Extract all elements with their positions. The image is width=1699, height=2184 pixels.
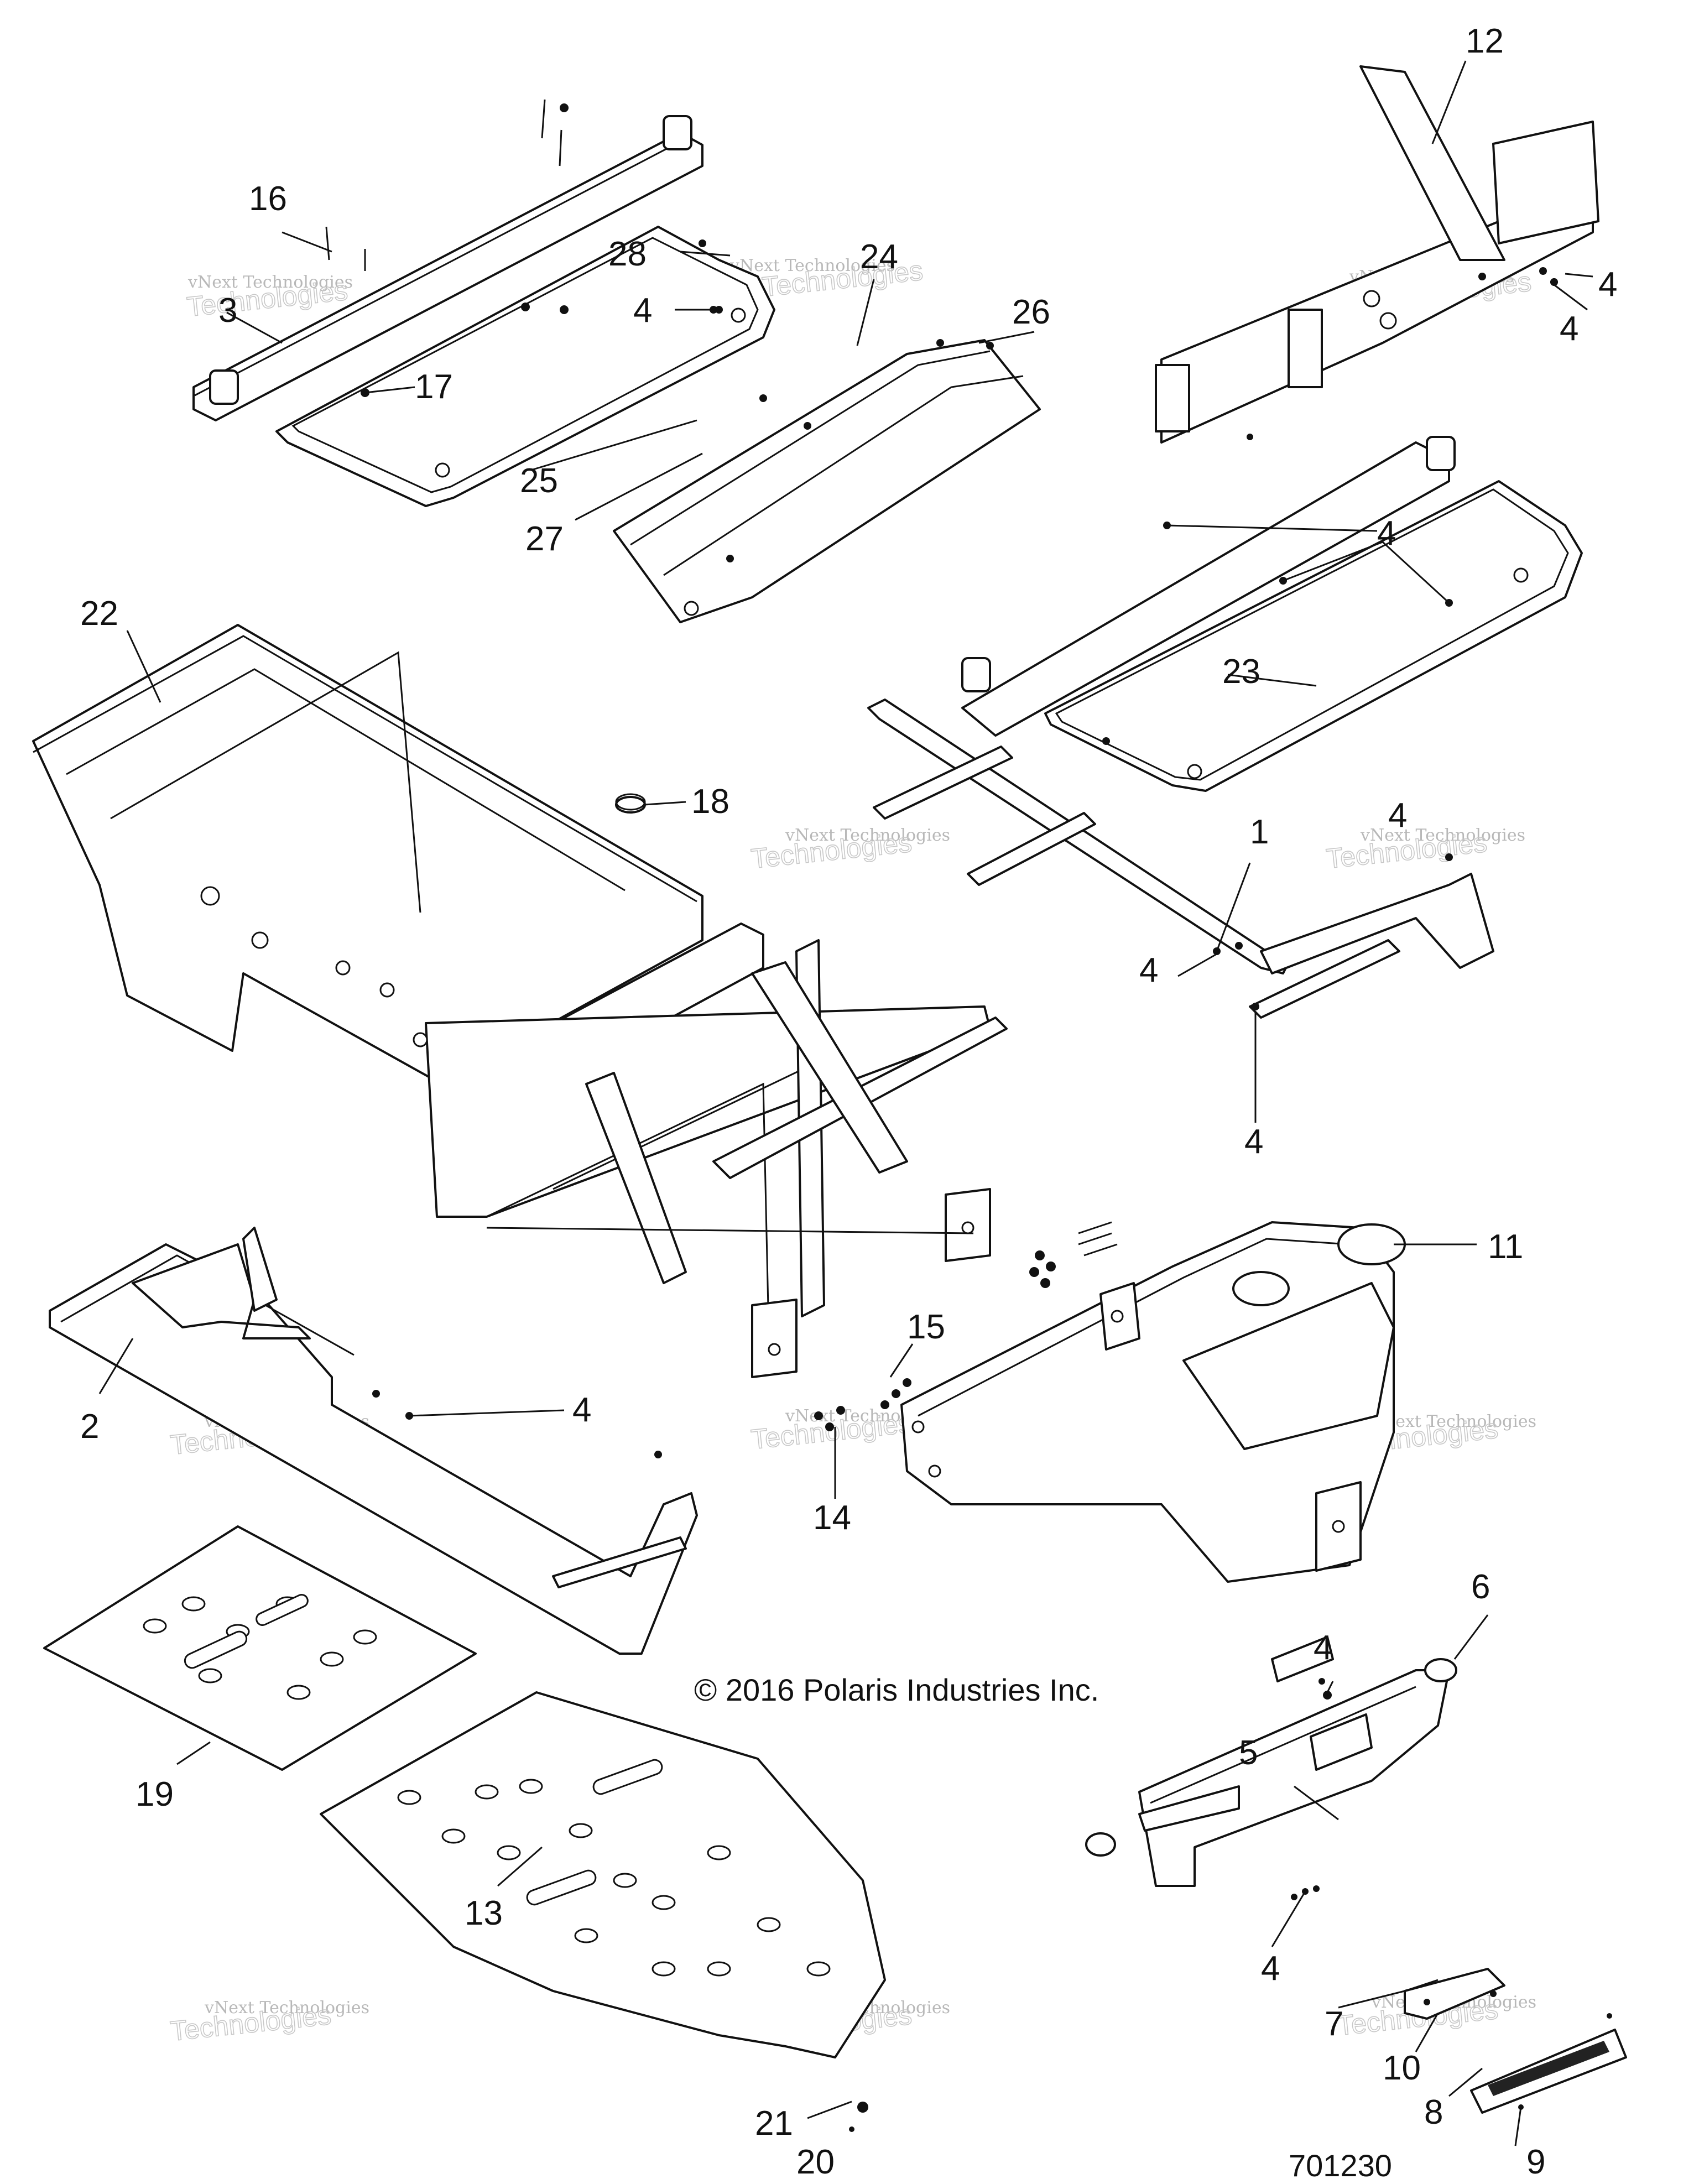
svg-text:vNext Technologies: vNext Technologies (785, 826, 950, 845)
svg-text:vNext Technologies: vNext Technologies (1360, 826, 1525, 845)
callout-12: 12 (1466, 22, 1504, 60)
callout-28: 28 (608, 235, 647, 273)
callout-8: 8 (1424, 2093, 1443, 2131)
bracket-7 (1404, 1968, 1505, 2020)
callout-22: 22 (80, 595, 118, 633)
callout-15: 15 (907, 1308, 945, 1346)
callout-16: 16 (249, 180, 287, 218)
callout-labels: 12 16 28 24 4 4 4 3 26 17 25 27 4 22 23 … (80, 22, 1617, 2181)
callout-10: 10 (1383, 2049, 1421, 2087)
grille-8 (1470, 2029, 1627, 2114)
cargo-box-frame-23 (961, 436, 1583, 792)
callout-3: 3 (218, 291, 237, 330)
callout-4: 4 (1388, 796, 1407, 835)
plug-18 (615, 793, 646, 814)
callout-2: 2 (80, 1408, 99, 1446)
cargo-box-frame-left (192, 99, 775, 507)
callout-9: 9 (1526, 2143, 1545, 2181)
callout-26: 26 (1012, 293, 1050, 331)
skid-plate-24 (613, 339, 1041, 623)
center-rail-1 (867, 699, 1494, 1019)
callout-4: 4 (1244, 1123, 1263, 1161)
plate-19 (43, 1525, 477, 1771)
front-frame-11 (900, 1221, 1406, 1583)
svg-text:vNext Technologies: vNext Technologies (187, 273, 353, 292)
callout-4: 4 (1314, 1629, 1332, 1667)
callout-4: 4 (572, 1391, 591, 1429)
callout-17: 17 (415, 368, 453, 406)
bumper-5 (1085, 1636, 1457, 1887)
callout-4: 4 (1377, 514, 1396, 552)
callout-18: 18 (691, 783, 729, 821)
copyright-notice: © 2016 Polaris Industries Inc. (694, 1672, 1099, 1707)
bolt-cluster (814, 1221, 1118, 1431)
rear-frame-12 (1155, 65, 1599, 444)
callout-21: 21 (755, 2104, 793, 2143)
callout-14: 14 (813, 1499, 851, 1537)
callout-7: 7 (1325, 2005, 1343, 2043)
callout-4: 4 (1598, 265, 1617, 304)
callout-20: 20 (796, 2143, 835, 2181)
callout-1: 1 (1250, 813, 1269, 851)
leader-lines (98, 60, 1593, 2146)
skid-plate-13 (320, 1691, 886, 2058)
main-chassis-frame-22 (32, 624, 1008, 1378)
callout-25: 25 (520, 462, 558, 500)
callout-4: 4 (633, 291, 652, 330)
callout-4: 4 (1560, 310, 1578, 348)
callout-24: 24 (860, 238, 898, 276)
callout-19: 19 (135, 1775, 174, 1813)
callout-6: 6 (1471, 1568, 1490, 1606)
callout-5: 5 (1239, 1734, 1258, 1772)
callout-27: 27 (525, 520, 564, 558)
callout-11: 11 (1488, 1228, 1523, 1266)
callout-13: 13 (465, 1894, 503, 1932)
svg-text:vNext Technologies: vNext Technologies (729, 256, 895, 275)
callout-4: 4 (1139, 951, 1158, 989)
drawing-number: 701230 (1289, 2148, 1392, 2183)
callout-23: 23 (1222, 653, 1260, 691)
lower-frame-2 (49, 1227, 698, 1655)
svg-text:vNext Technologies: vNext Technologies (1371, 1412, 1536, 1431)
callout-4: 4 (1261, 1950, 1280, 1988)
svg-text:vNext Technologies: vNext Technologies (204, 1998, 369, 2018)
